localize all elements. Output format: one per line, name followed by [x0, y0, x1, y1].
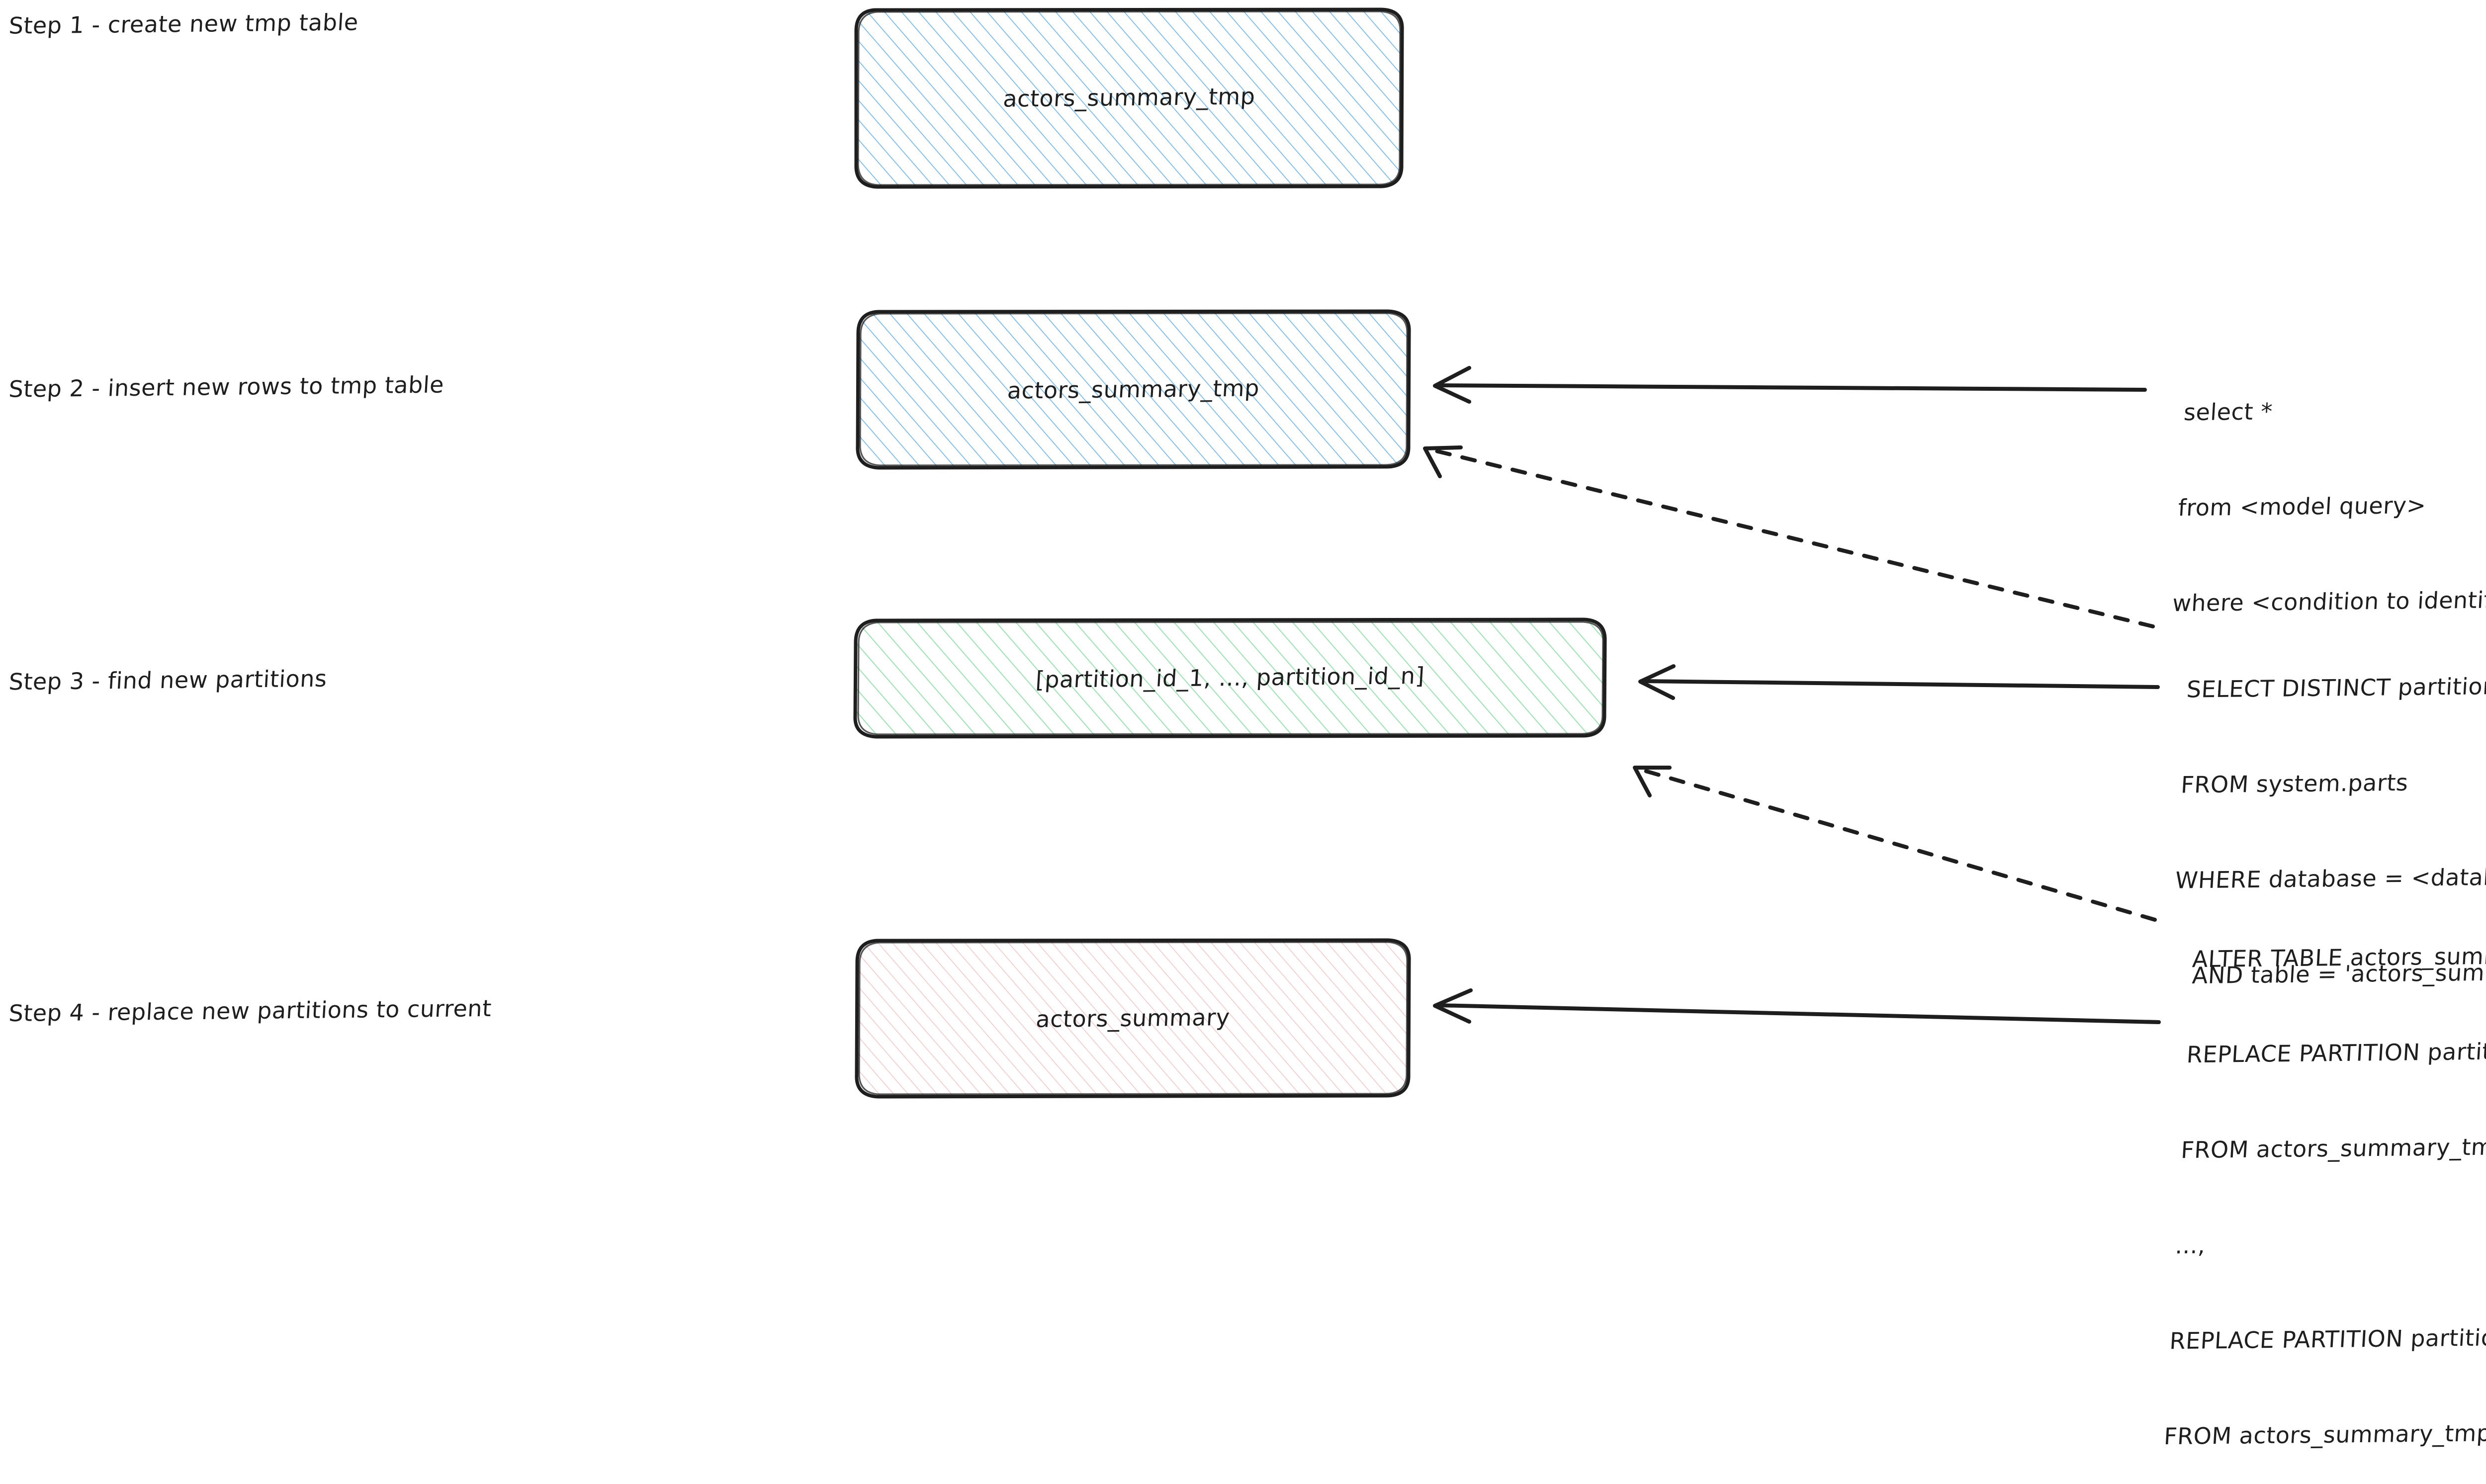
- node-tmp-table-step2[interactable]: actors_summary_tmp: [858, 311, 1409, 468]
- step-4-label: Step 4 - replace new partitions to curre…: [8, 994, 493, 1027]
- query-line: select *: [2183, 398, 2274, 426]
- step-1-label: Step 1 - create new tmp table: [8, 8, 359, 39]
- diagram-canvas: [853, 7, 2161, 1099]
- node-target-table-label: actors_summary: [1035, 1003, 1231, 1033]
- connector-tmp-to-find: [1423, 445, 2155, 628]
- node-partitions-list-label: [partition_id_1, ..., partition_id_n]: [1035, 662, 1425, 694]
- query-line: ...,: [2174, 1231, 2207, 1259]
- query-line: from <model query>: [2177, 492, 2427, 522]
- connector-replace-to-target: [1433, 988, 2161, 1024]
- query-line: FROM actors_summary_tmp,: [2163, 1419, 2486, 1450]
- node-tmp-table-step2-shape[interactable]: [856, 309, 1411, 470]
- node-partitions-list-shape[interactable]: [853, 617, 1607, 739]
- connector-insert-to-tmp: [1433, 366, 2147, 404]
- query-line: REPLACE PARTITION partition_id_n: [2169, 1323, 2486, 1355]
- insert-new-rows-query: select * from <model query> where <condi…: [2170, 329, 2486, 651]
- query-line: ALTER TABLE actors_summary: [2191, 942, 2486, 973]
- node-tmp-table-step2-label: actors_summary_tmp: [1006, 374, 1260, 404]
- step-3-label: Step 3 - find new partitions: [8, 665, 328, 696]
- node-target-table-shape[interactable]: [855, 938, 1411, 1099]
- query-line: SELECT DISTINCT partition_id: [2186, 672, 2486, 703]
- node-tmp-table-step1[interactable]: actors_summary_tmp: [856, 9, 1402, 187]
- node-target-table[interactable]: actors_summary: [857, 940, 1409, 1097]
- replace-partitions-query: ALTER TABLE actors_summary REPLACE PARTI…: [2161, 875, 2486, 1484]
- node-tmp-table-step1-label: actors_summary_tmp: [1002, 83, 1256, 112]
- connector-partitions-to-replace: [1633, 766, 2157, 922]
- connector-find-to-partitions: [1638, 664, 2160, 700]
- node-tmp-table-step1-shape[interactable]: [854, 7, 1404, 189]
- query-line: REPLACE PARTITION partition_id_1: [2186, 1037, 2486, 1068]
- query-line: FROM system.parts: [2180, 769, 2409, 798]
- node-partitions-list[interactable]: [partition_id_1, ..., partition_id_n]: [855, 619, 1605, 737]
- query-line: FROM actors_summary_tmp,: [2180, 1133, 2486, 1164]
- step-2-label: Step 2 - insert new rows to tmp table: [8, 371, 445, 403]
